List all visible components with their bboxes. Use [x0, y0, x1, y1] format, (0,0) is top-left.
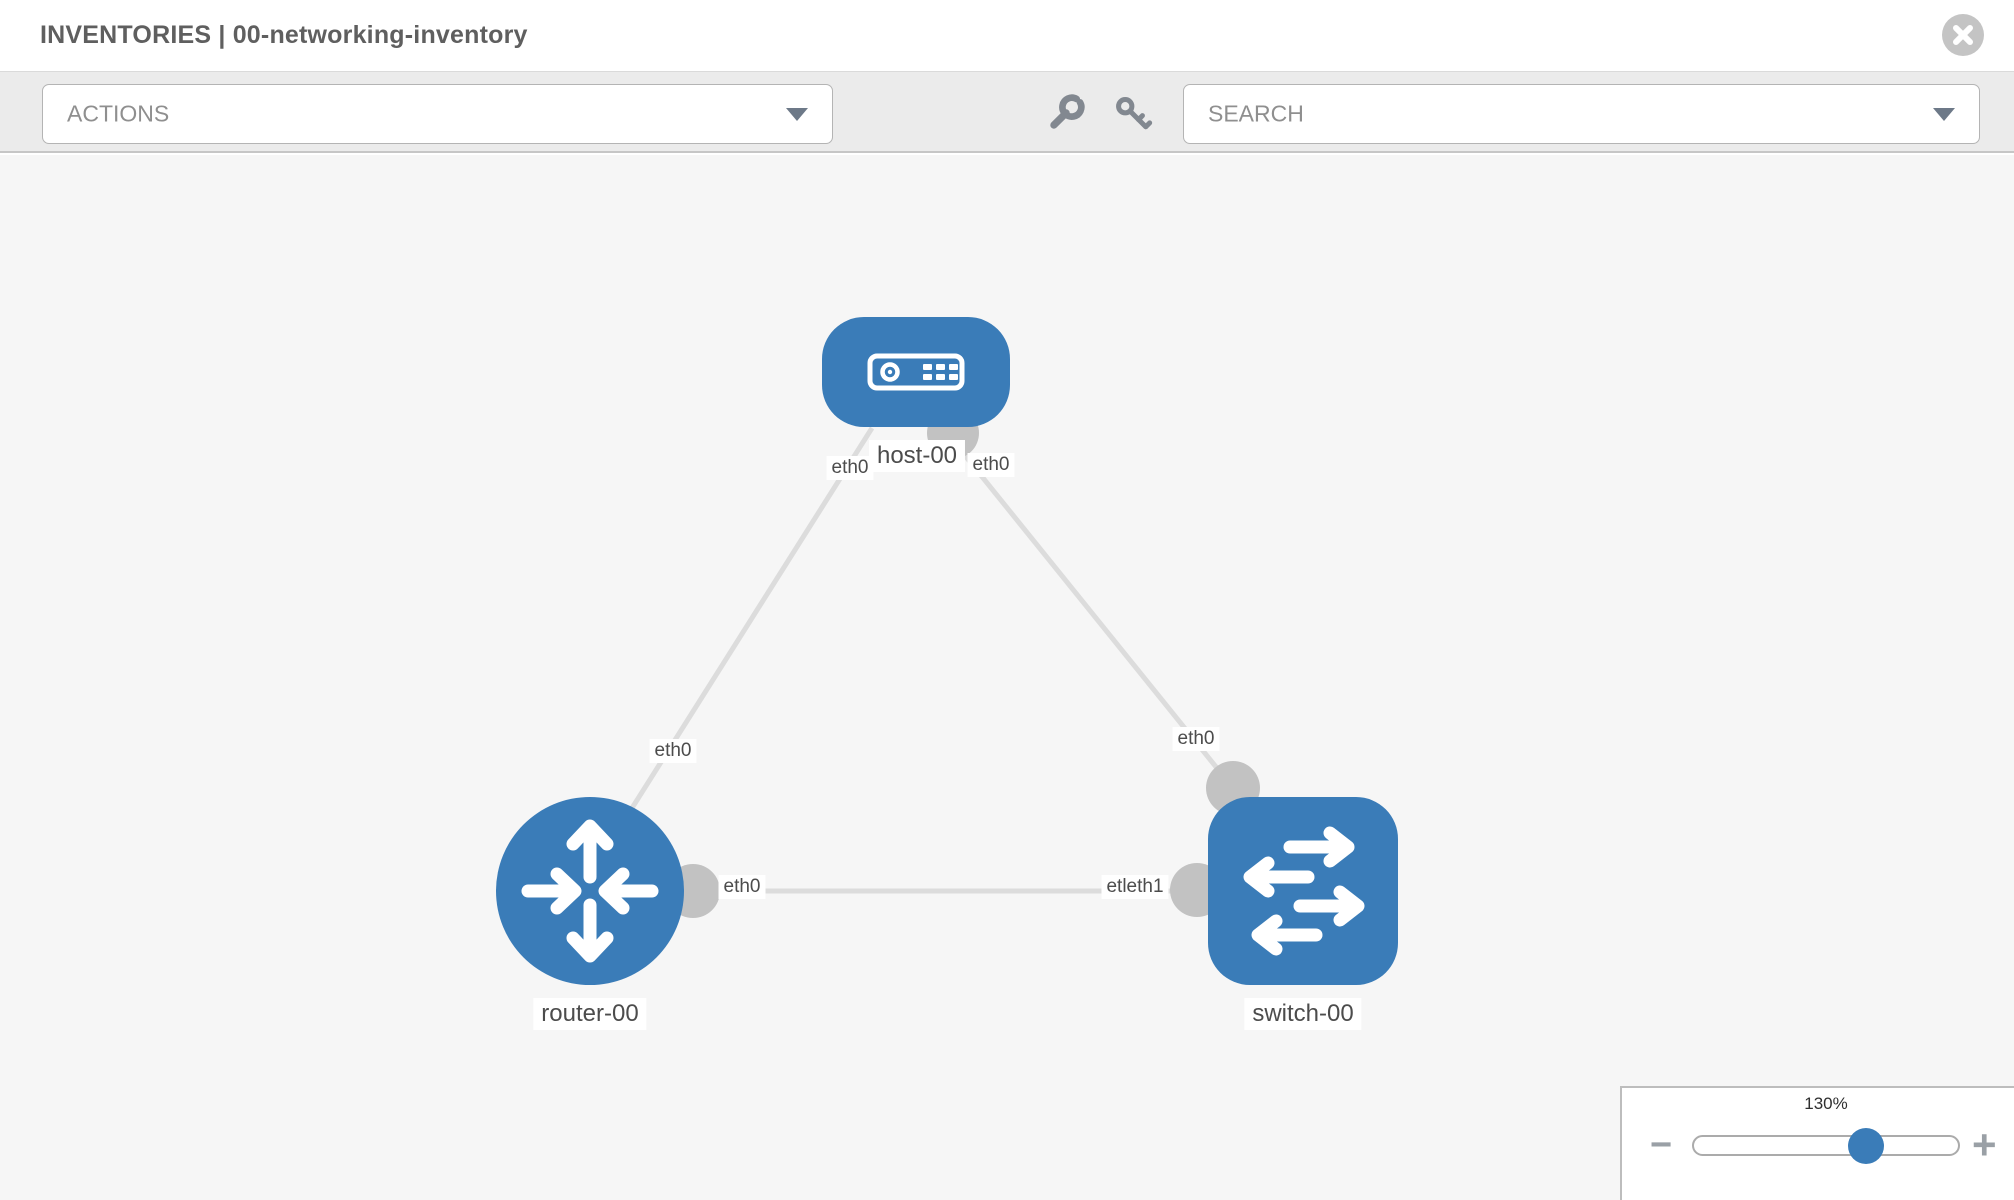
zoom-panel: 130% − + [1620, 1086, 2014, 1200]
node-label-host-00: host-00 [868, 440, 966, 472]
interface-label: eth0 [967, 453, 1015, 477]
plus-icon[interactable]: + [1972, 1121, 1997, 1168]
header-bar: INVENTORIES | 00-networking-inventory [0, 0, 2014, 72]
switch-icon [1243, 826, 1365, 956]
wrench-icon[interactable] [1043, 92, 1087, 136]
actions-dropdown[interactable]: ACTIONS [42, 84, 833, 144]
minus-icon[interactable]: − [1650, 1124, 1673, 1166]
close-icon[interactable] [1942, 14, 1984, 56]
router-icon [521, 819, 659, 963]
node-host-00[interactable] [822, 317, 1010, 427]
node-label-switch-00: switch-00 [1244, 998, 1362, 1030]
host-icon [867, 353, 965, 391]
search-dropdown[interactable]: SEARCH [1183, 84, 1980, 144]
actions-dropdown-label: ACTIONS [67, 100, 170, 127]
zoom-level-label: 130% [1804, 1094, 1848, 1113]
search-dropdown-label: SEARCH [1208, 100, 1304, 127]
interface-label: eth0 [826, 456, 874, 480]
toolbar: ACTIONS SEARCH [0, 72, 2014, 153]
zoom-slider-handle[interactable] [1847, 1127, 1884, 1164]
node-label-router-00: router-00 [533, 998, 647, 1030]
chevron-down-icon [786, 108, 808, 121]
interface-label: eth0 [718, 875, 766, 899]
interface-label: eth0 [649, 739, 697, 763]
interface-label: eth0 [1172, 727, 1220, 751]
interface-label: etleth1 [1101, 875, 1169, 899]
key-icon[interactable] [1111, 92, 1155, 136]
chevron-down-icon [1933, 108, 1955, 121]
node-switch-00[interactable] [1208, 797, 1398, 985]
zoom-slider-track[interactable] [1692, 1127, 1960, 1164]
page-title: INVENTORIES | 00-networking-inventory [40, 21, 528, 49]
node-router-00[interactable] [496, 797, 684, 985]
